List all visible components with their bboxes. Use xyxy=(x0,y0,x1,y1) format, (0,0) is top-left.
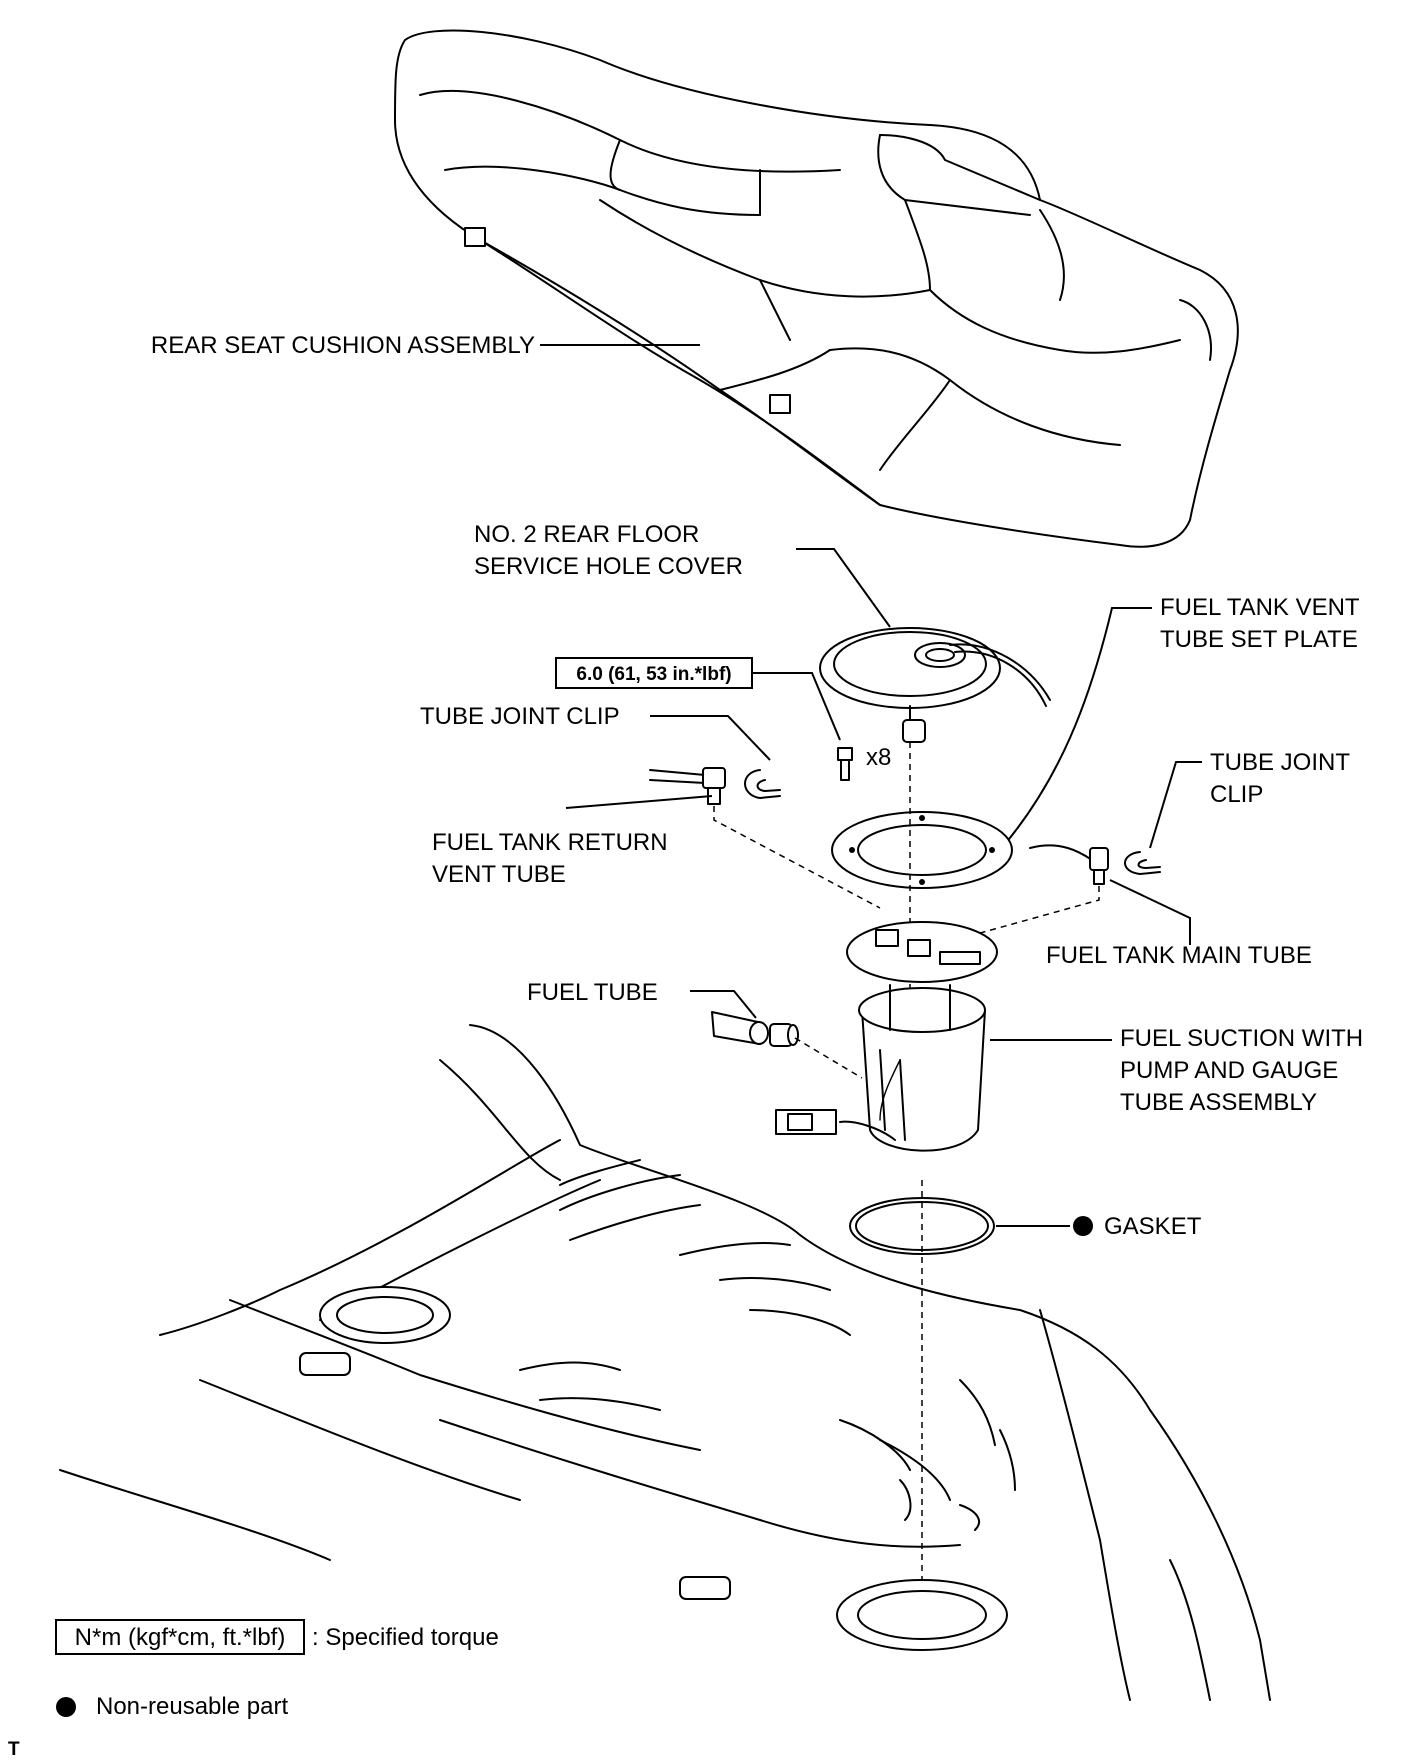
label-fuel-tank-main-tube: FUEL TANK MAIN TUBE xyxy=(1046,942,1312,969)
label-rear-seat-cushion-assembly: REAR SEAT CUSHION ASSEMBLY xyxy=(151,332,535,359)
label-tube-joint-clip-right-line2: CLIP xyxy=(1210,781,1263,808)
label-suction-line3: TUBE ASSEMBLY xyxy=(1120,1089,1317,1116)
bolt-drawing xyxy=(837,747,853,781)
label-service-hole-cover-line2: SERVICE HOLE COVER xyxy=(474,553,743,580)
vent-tube-set-plate-drawing xyxy=(831,811,1013,889)
legend-torque-desc: : Specified torque xyxy=(312,1624,499,1651)
filled-circle-icon xyxy=(1073,1216,1093,1236)
label-fuel-tube: FUEL TUBE xyxy=(527,979,658,1006)
label-gasket: GASKET xyxy=(1104,1213,1202,1240)
main-tube-drawing xyxy=(1029,844,1109,885)
service-hole-cover-drawing xyxy=(819,627,1051,743)
legend-torque-box: N*m (kgf*cm, ft.*lbf) xyxy=(75,1624,286,1651)
legend-non-reusable: Non-reusable part xyxy=(96,1693,288,1720)
label-vent-tube-set-plate-line1: FUEL TANK VENT xyxy=(1160,594,1360,621)
label-return-vent-tube-line2: VENT TUBE xyxy=(432,861,566,888)
label-vent-tube-set-plate-line2: TUBE SET PLATE xyxy=(1160,626,1358,653)
non-reusable-icon xyxy=(56,1697,76,1717)
label-suction-line2: PUMP AND GAUGE xyxy=(1120,1057,1338,1084)
floor-pan-drawing xyxy=(59,1024,1271,1701)
label-tube-joint-clip-left: TUBE JOINT CLIP xyxy=(420,703,620,730)
corner-mark: T xyxy=(8,1739,20,1760)
torque-value-box: 6.0 (61, 53 in.*lbf) xyxy=(576,664,731,685)
label-tube-joint-clip-right-line1: TUBE JOINT xyxy=(1210,749,1350,776)
fuel-pump-assembly-drawing xyxy=(839,921,998,1152)
fuel-tube-drawing xyxy=(711,1011,799,1047)
label-suction-line1: FUEL SUCTION WITH xyxy=(1120,1025,1363,1052)
rear-seat-cushion-drawing xyxy=(394,29,1239,548)
label-service-hole-cover-line1: NO. 2 REAR FLOOR xyxy=(474,521,699,548)
label-bolt-count: x8 xyxy=(866,744,891,771)
label-return-vent-tube-line1: FUEL TANK RETURN xyxy=(432,829,668,856)
gasket-drawing xyxy=(849,1197,995,1255)
